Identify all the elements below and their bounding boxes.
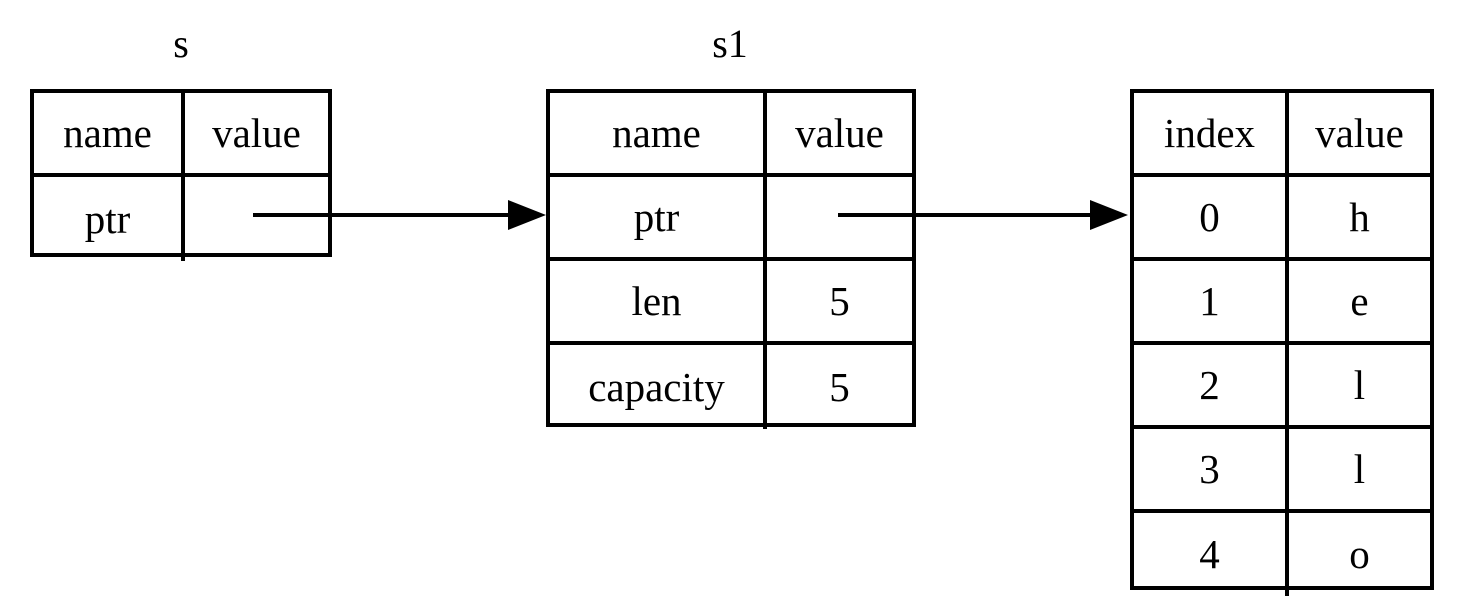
- cell-index-0: 0: [1134, 177, 1289, 257]
- table-row: 0 h: [1134, 177, 1430, 261]
- cell-index-1: 1: [1134, 261, 1289, 341]
- cell-value-3: l: [1353, 445, 1366, 492]
- column-header-name: name: [550, 93, 767, 173]
- cell-name-len: len: [550, 261, 767, 341]
- cell-name-ptr: ptr: [550, 177, 767, 257]
- table-row: ptr: [34, 177, 328, 261]
- table-label-s: s: [173, 21, 189, 66]
- pointer-arrow-s1-to-buffer-line: [838, 213, 1093, 217]
- cell-value-capacity: 5: [829, 363, 850, 410]
- pointer-arrow-s-to-s1-line: [253, 213, 511, 217]
- cell-value-2: l: [1353, 361, 1366, 408]
- table-row: 1 e: [1134, 261, 1430, 345]
- cell-name-ptr: ptr: [34, 177, 185, 261]
- cell-value-1: e: [1350, 277, 1369, 324]
- table-row: 3 l: [1134, 429, 1430, 513]
- table-header-row: name value: [550, 93, 912, 177]
- cell-index-2: 2: [1134, 345, 1289, 425]
- table-row: len 5: [550, 261, 912, 345]
- table-row: capacity 5: [550, 345, 912, 429]
- heap-table-s1: name value ptr len 5 capacity 5: [546, 89, 916, 429]
- table-header-row: name value: [34, 93, 328, 177]
- table-header-row: index value: [1134, 93, 1430, 177]
- cell-index-3: 3: [1134, 429, 1289, 509]
- cell-value-ptr: [185, 177, 328, 261]
- column-header-value: value: [1315, 109, 1404, 156]
- table-row: 2 l: [1134, 345, 1430, 429]
- pointer-arrow-s1-to-buffer-head: [1090, 200, 1128, 230]
- table-label-s1: s1: [712, 21, 748, 66]
- pointer-arrow-s-to-s1-head: [508, 200, 546, 230]
- column-header-value: value: [212, 109, 301, 156]
- cell-value-len: 5: [829, 277, 850, 324]
- stack-table-s: name value ptr: [30, 89, 332, 261]
- cell-value-ptr: [767, 177, 912, 257]
- table-row: 4 o: [1134, 513, 1430, 596]
- cell-name-capacity: capacity: [550, 345, 767, 429]
- column-header-value: value: [795, 109, 884, 156]
- cell-index-4: 4: [1134, 513, 1289, 596]
- cell-value-0: h: [1349, 193, 1370, 240]
- column-header-index: index: [1134, 93, 1289, 173]
- column-header-name: name: [34, 93, 185, 173]
- table-row: ptr: [550, 177, 912, 261]
- cell-value-4: o: [1349, 531, 1370, 577]
- buffer-table: index value 0 h 1 e 2 l 3 l 4 o: [1130, 89, 1434, 596]
